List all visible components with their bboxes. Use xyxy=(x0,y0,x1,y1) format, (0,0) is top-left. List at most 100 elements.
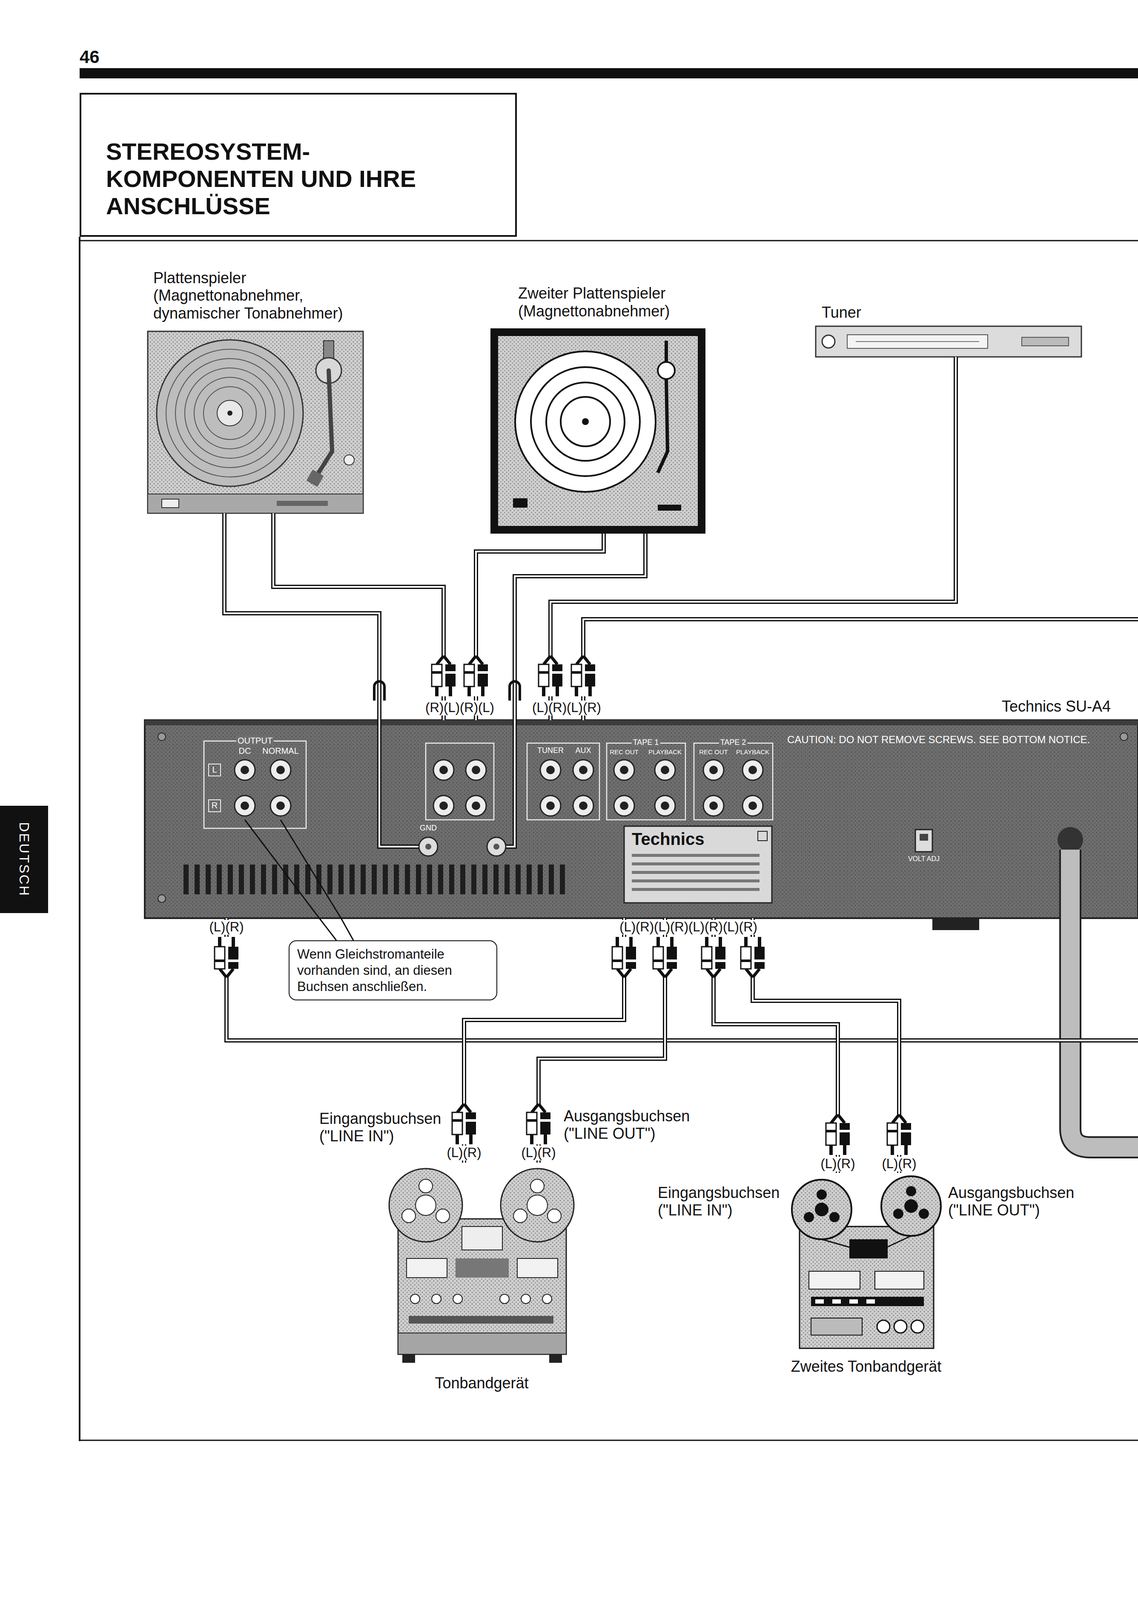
tape-deck-illustration xyxy=(410,1293,420,1304)
channel-label: (L)(R) xyxy=(819,1156,857,1172)
panel-label: NORMAL xyxy=(262,745,299,756)
tuner-illustration xyxy=(1021,337,1069,346)
amplifier-panel xyxy=(425,742,494,820)
turntable-illustration xyxy=(194,377,266,449)
cable-connector xyxy=(224,513,380,720)
amplifier-panel xyxy=(654,759,676,780)
amplifier-panel xyxy=(433,759,454,780)
cable-connector xyxy=(550,356,956,720)
rca-plug xyxy=(740,936,765,978)
rca-plug xyxy=(612,936,637,978)
amplifier-panel xyxy=(234,759,256,780)
turntable-illustration xyxy=(323,340,334,360)
tape-deck-illustration xyxy=(799,1226,934,1348)
channel-label: (L)(R) xyxy=(520,1145,558,1161)
rca-plug xyxy=(464,655,488,697)
amplifier-panel xyxy=(631,870,760,874)
amplifier-panel xyxy=(157,732,166,741)
power-cord xyxy=(1070,849,1138,1147)
tape-deck-illustration xyxy=(803,1211,815,1222)
channel-label: (L)(R) xyxy=(880,1156,918,1172)
amplifier-panel xyxy=(1120,732,1128,741)
cable-connector xyxy=(752,917,900,1173)
turntable-illustration xyxy=(513,498,528,508)
tape-deck-illustration xyxy=(816,1189,827,1200)
tape-deck-illustration xyxy=(402,1353,416,1363)
turntable-illustration xyxy=(315,370,333,477)
amplifier-panel xyxy=(505,719,515,847)
amplifier-panel xyxy=(379,719,419,847)
cable-connector xyxy=(752,917,900,1173)
turntable-illustration xyxy=(530,366,640,476)
page-frame xyxy=(80,93,516,236)
panel-label: TAPE 2 xyxy=(719,737,748,747)
leader-line xyxy=(319,917,337,941)
panel-label: REC OUT xyxy=(609,748,639,756)
page-frame xyxy=(79,1439,1138,1441)
amplifier-panel xyxy=(757,831,768,841)
cable-connector xyxy=(224,513,380,720)
tuner-illustration xyxy=(815,326,1082,357)
tape-deck-illustration xyxy=(911,1319,924,1333)
turntable-illustration xyxy=(657,361,675,379)
cable-connector xyxy=(752,917,900,1173)
cable-connector xyxy=(475,533,604,720)
panel-label: GND xyxy=(419,823,437,832)
turntable-illustration xyxy=(276,500,328,506)
brand-badge: Technics xyxy=(631,829,705,849)
turntable-illustration xyxy=(166,349,294,477)
channel-label: (R)(L)(R)(L) xyxy=(424,700,496,716)
amplifier-panel xyxy=(487,837,506,856)
tape-deck-illustration xyxy=(808,1270,860,1289)
jack-label: Eingangsbuchsen ("LINE IN") xyxy=(657,1183,790,1219)
page-frame xyxy=(0,805,49,913)
cable-connector xyxy=(713,917,838,1173)
tape-deck-illustration xyxy=(461,1226,503,1250)
amplifier-panel xyxy=(203,740,307,829)
amplifier-panel xyxy=(624,825,772,903)
jack-label: Eingangsbuchsen ("LINE IN") xyxy=(319,1109,456,1145)
amplifier-panel xyxy=(493,843,500,850)
channel-label: (L)(R)(L)(R)(L)(R)(L)(R) xyxy=(618,919,759,935)
turntable-illustration xyxy=(490,328,706,534)
tape-deck-illustration xyxy=(452,1293,463,1304)
tuner-illustration xyxy=(822,335,835,348)
amplifier-panel xyxy=(631,862,760,866)
amplifier-panel xyxy=(631,853,760,857)
turntable-illustration xyxy=(515,351,656,492)
tape-deck-illustration xyxy=(513,1208,528,1223)
tape-deck-illustration xyxy=(829,1211,840,1222)
tape-deck-illustration xyxy=(406,1258,448,1278)
turntable: Zweiter Plattenspieler (Magnettonabnehme… xyxy=(490,328,706,534)
tape-deck-illustration xyxy=(866,1298,875,1304)
amplifier-panel xyxy=(703,795,724,816)
leader-line xyxy=(319,917,337,941)
turntable-illustration xyxy=(498,335,698,526)
rca-plug xyxy=(452,1103,476,1144)
turntable-illustration xyxy=(184,367,276,459)
amplifier-panel xyxy=(183,864,571,895)
tape-deck-illustration xyxy=(389,1168,463,1242)
page-frame xyxy=(0,68,1138,1441)
panel-label: TAPE 1 xyxy=(631,737,661,747)
caution-note: CAUTION: DO NOT REMOVE SCREWS. SEE BOTTO… xyxy=(787,733,1090,746)
cable-connector xyxy=(475,533,604,720)
jack-label: Ausgangsbuchsen ("LINE OUT") xyxy=(563,1106,709,1143)
tape-deck-illustration xyxy=(877,1319,890,1333)
cable xyxy=(583,619,1138,720)
tape-deck-illustration xyxy=(849,1238,888,1259)
tape-deck-illustration xyxy=(881,1175,941,1236)
ground-lug xyxy=(374,681,385,701)
amplifier-panel xyxy=(144,719,1138,930)
amplifier-panel xyxy=(425,843,432,850)
turntable-illustration xyxy=(147,493,364,514)
turntable-illustration xyxy=(227,410,233,416)
amplifier-panel xyxy=(379,719,419,847)
callout-box: Wenn Gleichstromanteile vorhanden sind, … xyxy=(288,940,498,1001)
panel-label: R xyxy=(211,800,218,810)
node-label: Wenn Gleichstromanteile vorhanden sind, … xyxy=(297,945,489,995)
turntable-illustration xyxy=(156,339,304,487)
channel-label: (L)(R)(L)(R) xyxy=(530,700,603,716)
